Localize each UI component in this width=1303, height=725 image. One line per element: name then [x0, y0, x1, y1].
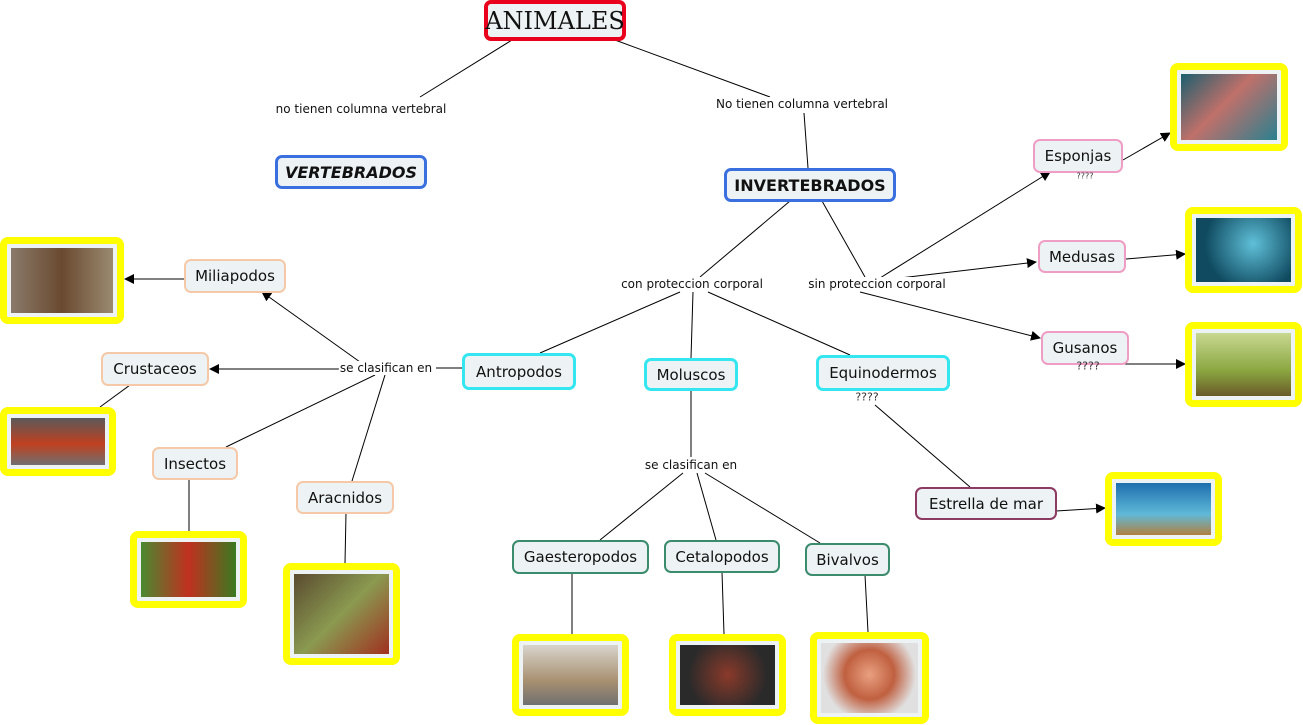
concept-invertebrados[interactable]: INVERTEBRADOS	[724, 168, 896, 202]
concept-insectos[interactable]: Insectos	[152, 447, 238, 480]
link-label-clasifican-moluscos: se clasifican en	[643, 458, 739, 472]
concept-gusanos[interactable]: Gusanos	[1041, 331, 1129, 365]
image-bivalvo[interactable]	[810, 632, 929, 724]
image-estrella-de-mar[interactable]	[1105, 472, 1222, 546]
image-gusano[interactable]	[1185, 322, 1302, 407]
concept-animales[interactable]: ANIMALES	[484, 0, 626, 41]
concept-equinodermos[interactable]: Equinodermos	[816, 355, 950, 391]
image-cefalopodo[interactable]	[669, 634, 786, 716]
concept-esponjas[interactable]: Esponjas	[1033, 139, 1123, 173]
concept-gaesteropodos[interactable]: Gaesteropodos	[512, 540, 649, 574]
image-insectos[interactable]	[130, 531, 247, 608]
image-miliapodos[interactable]	[0, 237, 124, 324]
concept-medusas[interactable]: Medusas	[1038, 240, 1126, 273]
concept-vertebrados[interactable]: VERTEBRADOS	[275, 155, 427, 189]
unknown-label-equinodermos: ????	[855, 390, 879, 404]
concept-aracnidos[interactable]: Aracnidos	[296, 481, 394, 514]
concept-miliapodos[interactable]: Miliapodos	[184, 259, 286, 293]
unknown-label-esponjas: ????	[1076, 171, 1094, 181]
link-label-invertebrados: No tienen columna vertebral	[714, 97, 890, 111]
concept-bivalvos[interactable]: Bivalvos	[805, 543, 890, 576]
image-gasteropodo[interactable]	[512, 634, 629, 716]
link-label-con-proteccion: con proteccion corporal	[620, 277, 764, 291]
link-label-sin-proteccion: sin proteccion corporal	[807, 277, 947, 291]
concept-crustaceos[interactable]: Crustaceos	[101, 352, 209, 386]
unknown-label-gusanos: ????	[1076, 359, 1100, 373]
image-esponja[interactable]	[1170, 63, 1288, 151]
image-crustaceo[interactable]	[0, 407, 116, 476]
concept-cetalopodos[interactable]: Cetalopodos	[664, 540, 780, 573]
link-label-vertebrados: no tienen columna vertebral	[274, 102, 448, 116]
image-medusas[interactable]	[1185, 207, 1302, 293]
concept-moluscos[interactable]: Moluscos	[644, 358, 738, 391]
link-label-clasifican-antropodos: se clasifican en	[338, 361, 434, 375]
concept-antropodos[interactable]: Antropodos	[462, 353, 576, 390]
image-aracnidos[interactable]	[283, 563, 400, 665]
concept-estrella-de-mar[interactable]: Estrella de mar	[915, 487, 1057, 520]
